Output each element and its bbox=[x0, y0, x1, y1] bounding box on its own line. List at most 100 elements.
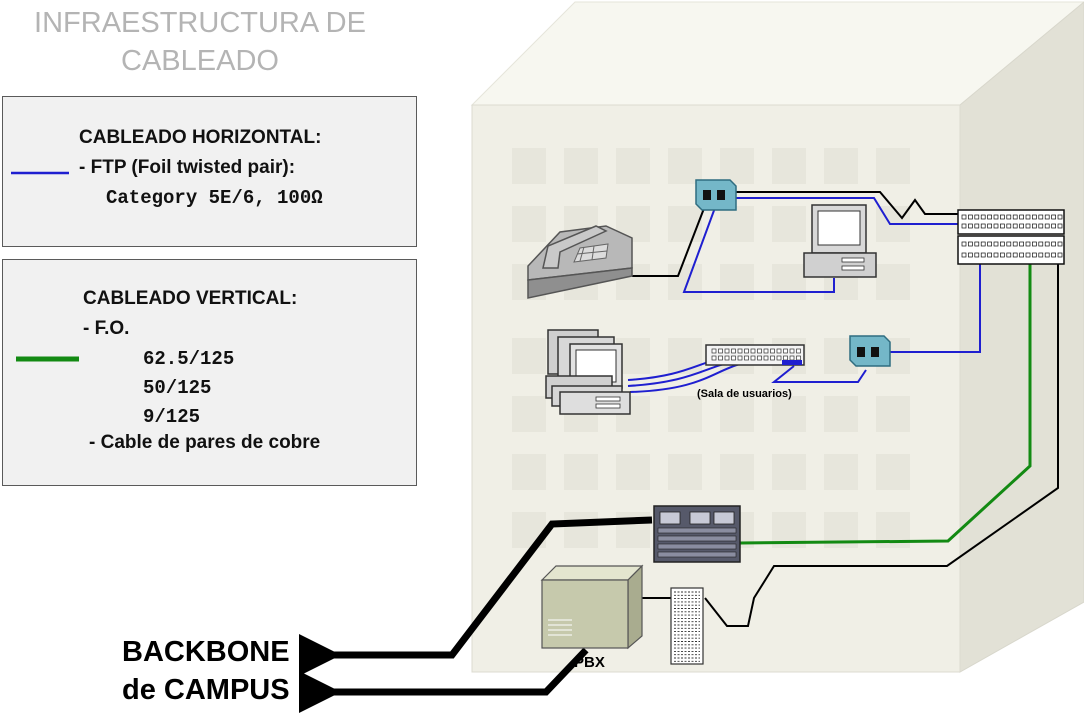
phone-cable bbox=[632, 197, 709, 277]
switch-port bbox=[763, 348, 769, 354]
patch-port bbox=[1051, 252, 1056, 258]
outlet-to-patch-black bbox=[730, 191, 960, 220]
building-window bbox=[772, 396, 806, 432]
patch-port bbox=[1032, 223, 1037, 229]
switch-port bbox=[796, 355, 801, 361]
building-window bbox=[668, 338, 702, 374]
title-line-1: INFRAESTRUCTURA DE bbox=[34, 7, 366, 39]
outlet-to-pc-blue bbox=[682, 204, 835, 293]
distribution-frame-rows bbox=[674, 591, 700, 662]
building-window bbox=[876, 264, 910, 300]
patch-port bbox=[1012, 223, 1018, 229]
building-window bbox=[512, 206, 546, 242]
switch-port bbox=[731, 348, 736, 354]
patch-port bbox=[1006, 214, 1012, 220]
patch-port bbox=[1038, 223, 1044, 229]
switch-ports bbox=[711, 348, 801, 361]
patch-port bbox=[1032, 252, 1037, 258]
core-switch-slots bbox=[657, 527, 737, 558]
switch-port bbox=[789, 348, 795, 354]
patch-port bbox=[1019, 214, 1024, 220]
patch-port bbox=[1057, 241, 1063, 247]
patch-port bbox=[1019, 241, 1024, 247]
patch-port bbox=[1025, 241, 1031, 247]
building-window bbox=[564, 454, 598, 490]
switch-port bbox=[711, 348, 717, 354]
patch-port bbox=[961, 223, 967, 229]
legend-vertical-box: CABLEADO VERTICAL: - F.O. 62.5/125 50/12… bbox=[2, 259, 417, 486]
patch-port bbox=[1051, 223, 1056, 229]
patch-port bbox=[974, 223, 980, 229]
core-switch-slot bbox=[657, 551, 737, 558]
patch-port bbox=[980, 214, 986, 220]
switch-port bbox=[776, 355, 782, 361]
patch-port bbox=[968, 241, 973, 247]
patch-port bbox=[1038, 241, 1044, 247]
horizontal-cables bbox=[627, 197, 981, 393]
wall-outlet-2-icon bbox=[849, 335, 891, 367]
patch-port bbox=[993, 214, 999, 220]
workgroup-switch-icon bbox=[705, 344, 805, 366]
patch-port bbox=[1057, 214, 1063, 220]
switch-to-outlet-blue bbox=[771, 365, 867, 383]
fiber-type-1: 62.5/125 bbox=[143, 348, 235, 370]
patch-port bbox=[993, 252, 999, 258]
patch-port bbox=[1044, 241, 1050, 247]
patch-panel-icon bbox=[957, 209, 1065, 265]
building-window bbox=[668, 396, 702, 432]
core-switch-icon bbox=[653, 505, 741, 563]
desktop-computer-icon bbox=[803, 204, 877, 278]
patch-port bbox=[1006, 252, 1012, 258]
building-window bbox=[720, 264, 754, 300]
patch-port bbox=[1038, 214, 1044, 220]
patch-port bbox=[987, 223, 992, 229]
patch-port bbox=[987, 241, 992, 247]
building-window bbox=[772, 264, 806, 300]
patch-port bbox=[1019, 223, 1024, 229]
patch-port bbox=[1025, 252, 1031, 258]
patch-port bbox=[1057, 223, 1063, 229]
building-window bbox=[512, 396, 546, 432]
switch-port bbox=[718, 348, 723, 354]
patch-port bbox=[1000, 241, 1005, 247]
switch-port bbox=[783, 348, 788, 354]
patch-port bbox=[987, 214, 992, 220]
building-window bbox=[720, 206, 754, 242]
switch-port bbox=[770, 348, 775, 354]
building-window bbox=[772, 454, 806, 490]
building-window bbox=[772, 148, 806, 184]
patch-port bbox=[1000, 252, 1005, 258]
horizontal-cable-swatch bbox=[11, 171, 69, 175]
patch-port bbox=[1012, 214, 1018, 220]
legend-vertical-item-1: - F.O. bbox=[83, 318, 130, 339]
patch-port bbox=[974, 252, 980, 258]
backbone-cable-2 bbox=[299, 647, 589, 713]
switch-port bbox=[770, 355, 775, 361]
patch-port bbox=[1038, 252, 1044, 258]
switch-port bbox=[731, 355, 736, 361]
building-window bbox=[720, 454, 754, 490]
building-window bbox=[668, 148, 702, 184]
patch-panel-ports bbox=[961, 214, 1063, 258]
title-line-2: CABLEADO bbox=[121, 45, 279, 77]
patch-port bbox=[1012, 241, 1018, 247]
patch-port bbox=[987, 252, 992, 258]
patch-port bbox=[1019, 252, 1024, 258]
core-switch-slot bbox=[657, 527, 737, 534]
patch-port bbox=[961, 214, 967, 220]
building-window bbox=[824, 454, 858, 490]
backbone-label-line-1: BACKBONE bbox=[122, 636, 290, 668]
user-room-label: (Sala de usuarios) bbox=[697, 388, 792, 400]
patch-port bbox=[1006, 241, 1012, 247]
patch-port bbox=[993, 241, 999, 247]
switch-port bbox=[737, 348, 743, 354]
building-window bbox=[876, 148, 910, 184]
patch-port bbox=[1000, 214, 1005, 220]
building-window bbox=[720, 396, 754, 432]
computer-cluster-icon bbox=[545, 329, 631, 415]
patch-port bbox=[961, 252, 967, 258]
building-window bbox=[512, 148, 546, 184]
patch-port bbox=[1032, 214, 1037, 220]
building-window bbox=[824, 148, 858, 184]
patch-port bbox=[1000, 223, 1005, 229]
